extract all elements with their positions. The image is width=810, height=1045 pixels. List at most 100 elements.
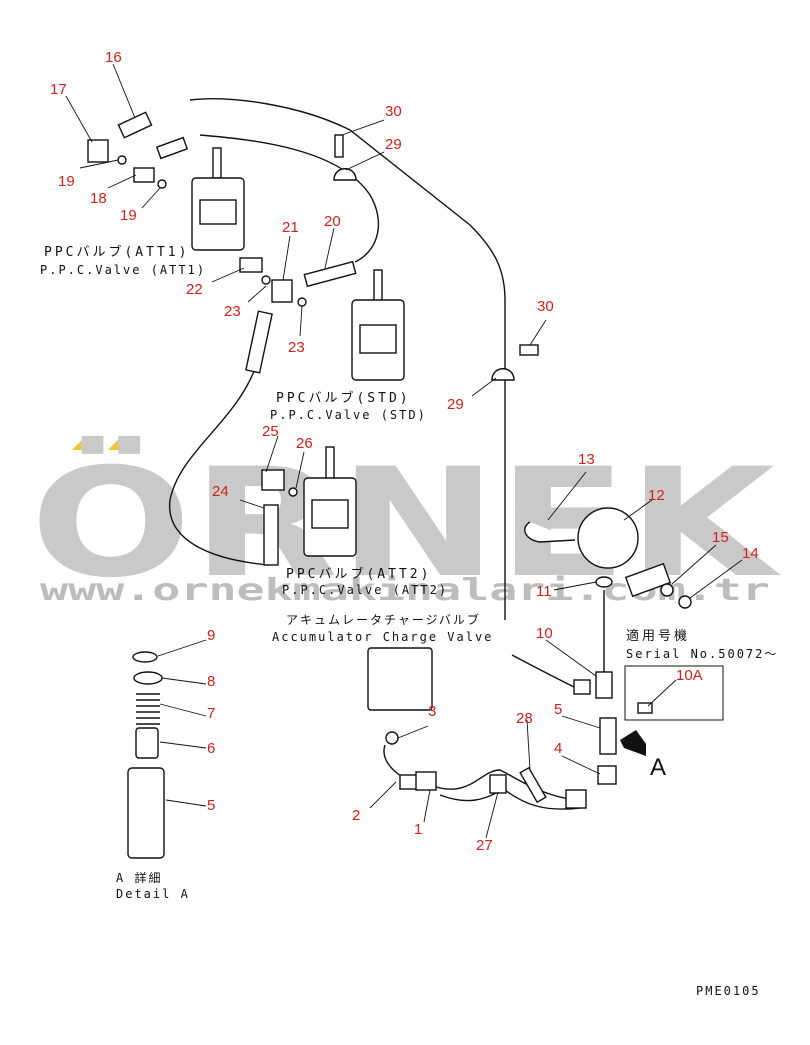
hose-16-line (189, 98, 506, 620)
callout-5-detail: 5 (207, 797, 215, 814)
pipe-1-line-lower (439, 789, 581, 810)
callout-27: 27 (476, 837, 493, 854)
ppc-std-en-label: P.P.C.Valve (STD) (270, 408, 427, 422)
ppc-att1-en-label: P.P.C.Valve (ATT1) (40, 263, 206, 277)
part-27-clamp (489, 774, 507, 794)
serial-box (624, 665, 724, 721)
part-28-bolt (519, 766, 547, 804)
view-arrow-a-label: A (650, 754, 666, 781)
accumulator-charge-valve (367, 647, 433, 711)
callout-13: 13 (578, 451, 595, 468)
hose-lines (169, 98, 605, 810)
ppc-valve-att1 (191, 147, 245, 251)
captions: PPCバルブ(ATT1) P.P.C.Valve (ATT1) PPCバルブ(S… (40, 244, 778, 998)
part-10-hose-end (573, 679, 591, 695)
callout-8: 8 (207, 673, 215, 690)
part-10a-plug (637, 702, 653, 714)
callout-23-b: 23 (288, 339, 305, 356)
callout-29-a: 29 (385, 136, 402, 153)
hose-24-line (169, 359, 271, 566)
ppc-att2-jp-label: PPCバルブ(ATT2) (286, 566, 431, 582)
callout-28: 28 (516, 710, 533, 727)
ppc-valve-std (351, 269, 405, 381)
callout-11: 11 (536, 583, 552, 600)
callout-19-a: 19 (58, 173, 75, 190)
callout-20: 20 (324, 213, 341, 230)
part-24-hose-fitting (263, 504, 279, 566)
part-5-filter (599, 717, 617, 755)
part-hose-fitting (155, 136, 189, 160)
acc-en-label: Accumulator Charge Valve (272, 630, 493, 644)
callout-26: 26 (296, 435, 313, 452)
part-16-hose-fitting (117, 111, 153, 139)
callout-22: 22 (186, 281, 203, 298)
callout-24: 24 (212, 483, 229, 500)
leader-lines (65, 63, 743, 839)
ppc-valve-att2 (303, 446, 357, 557)
callout-19-b: 19 (120, 207, 137, 224)
callout-numbers: 16 17 19 18 19 30 29 20 21 22 23 23 30 2… (50, 49, 759, 854)
part-20-hose-fitting (303, 260, 357, 288)
part-30-bolt-right (519, 344, 539, 356)
serial-jp-label: 適用号機 (626, 628, 690, 644)
callout-21: 21 (282, 219, 299, 236)
hose-10-line (511, 654, 581, 691)
serial-en-label: Serial No.50072～ (626, 647, 778, 661)
part-3-oring (385, 731, 399, 745)
view-arrow-a (620, 730, 646, 756)
part-11-oring (595, 576, 613, 588)
callout-12: 12 (648, 487, 665, 504)
part-29-clamp-top (333, 168, 357, 181)
callout-17: 17 (50, 81, 67, 98)
part-25-elbow (261, 469, 285, 491)
watermark: ÖRNEK www.ornekmakinalari.com.tr (30, 435, 781, 611)
callout-23-a: 23 (224, 303, 241, 320)
part-21-elbow (271, 279, 293, 303)
callout-18: 18 (90, 190, 107, 207)
part-13-ubolt (524, 521, 576, 543)
callout-10: 10 (536, 625, 553, 642)
part-23-oring-a (261, 275, 271, 285)
callout-30-a: 30 (385, 103, 402, 120)
part-4-adapter (597, 765, 617, 785)
detail-a-assembly (127, 651, 165, 859)
callout-29-b: 29 (447, 396, 464, 413)
callout-1: 1 (414, 821, 422, 838)
detail-a-jp-label: A 詳細 (116, 870, 162, 885)
ppc-att2-en-label: P.P.C.Valve (ATT2) (282, 583, 448, 597)
page-code: PME0105 (696, 984, 761, 998)
callout-15: 15 (712, 529, 729, 546)
part-1-fitting-right (565, 789, 587, 809)
part-1-fitting-left (415, 771, 437, 791)
callout-3: 3 (428, 703, 436, 720)
part-12-accumulator (577, 507, 639, 569)
callout-2: 2 (352, 807, 360, 824)
pipe-1-line (429, 769, 576, 801)
detail-a-en-label: Detail A (116, 887, 190, 901)
part-bracket (624, 562, 672, 598)
part-19-oring-a (117, 155, 127, 165)
callout-7: 7 (207, 705, 215, 722)
part-10-tee (595, 671, 613, 699)
part-29-clamp-right (491, 368, 515, 381)
callout-25: 25 (262, 423, 279, 440)
part-23-oring-b (297, 297, 307, 307)
watermark-accent-left (72, 436, 100, 450)
part-14-nut (678, 595, 692, 609)
watermark-accent-right (108, 436, 136, 450)
callout-30-b: 30 (537, 298, 554, 315)
part-22-adapter (239, 257, 263, 273)
callout-14: 14 (742, 545, 759, 562)
part-19-oring-b (157, 179, 167, 189)
part-hose-24-fitting-upper (245, 310, 273, 374)
acc-jp-label: アキュムレータチャージバルブ (286, 612, 481, 627)
callout-9: 9 (207, 627, 215, 644)
callout-4: 4 (554, 740, 562, 757)
part-17-elbow (87, 139, 109, 163)
hose-att1-line (199, 134, 380, 263)
part-18-adapter (133, 167, 155, 183)
part-15-washer (660, 583, 674, 597)
callout-10a: 10A (676, 667, 703, 684)
part-26-oring (288, 487, 298, 497)
